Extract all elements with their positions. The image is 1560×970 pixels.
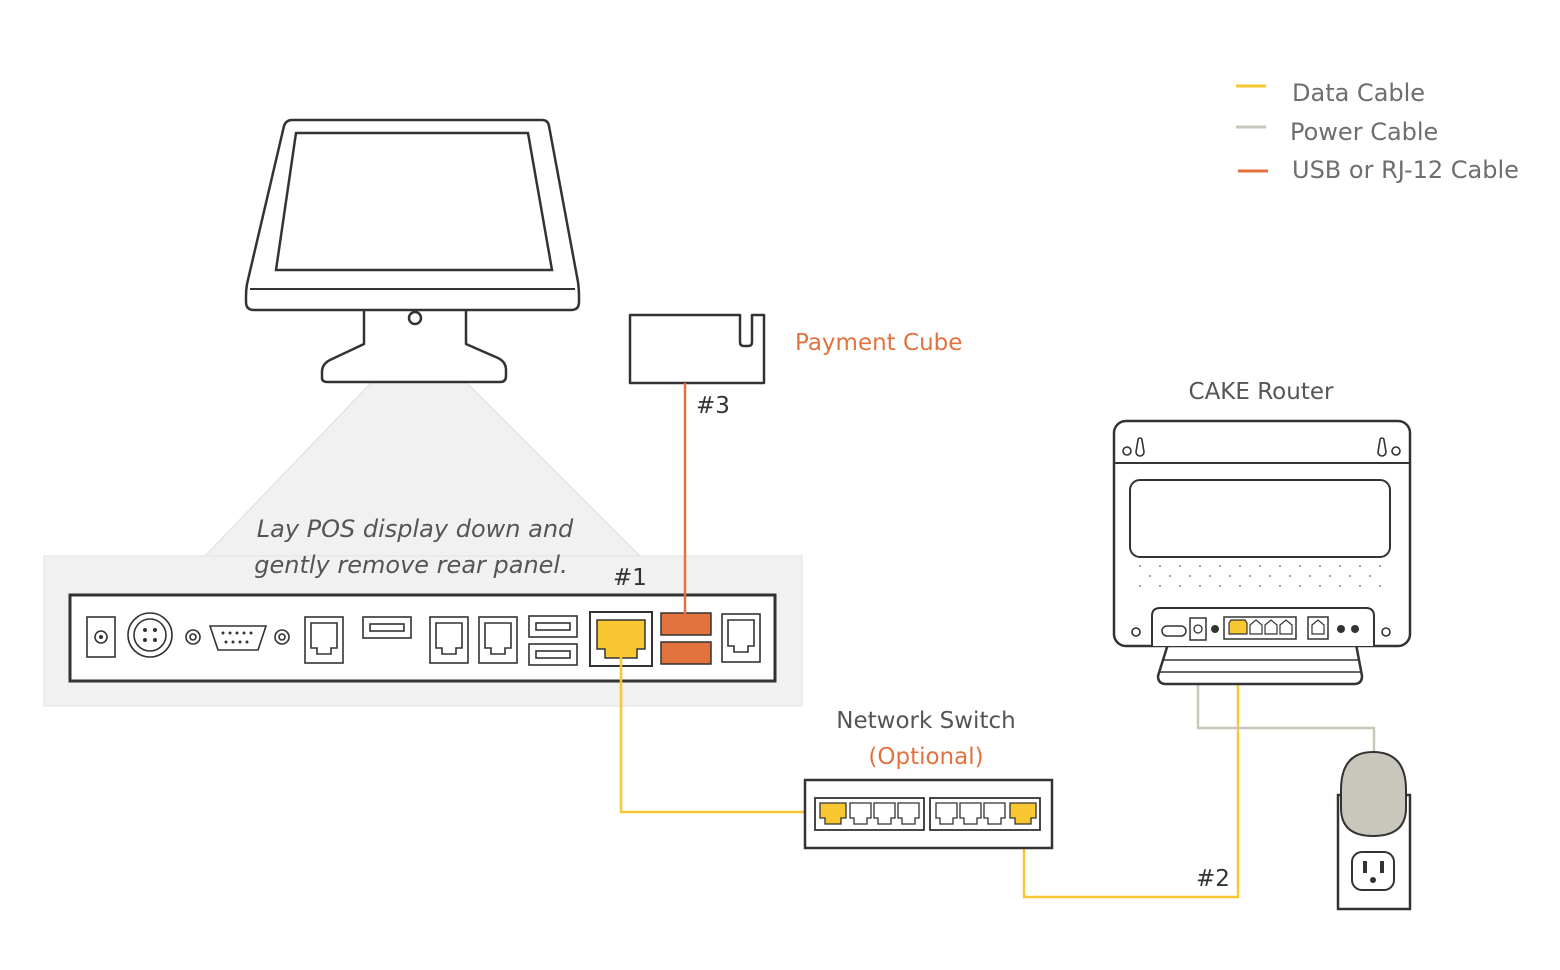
network-switch-optional-label: (Optional) (868, 744, 983, 770)
legend-label-usb: USB or RJ-12 Cable (1292, 156, 1519, 184)
data-cable-pos-to-switch (619, 655, 822, 814)
network-switch-icon (803, 778, 1054, 850)
router-stand (1156, 642, 1364, 686)
switch-port-highlighted (819, 802, 847, 825)
router-vents (1139, 565, 1381, 587)
outlet-socket (1351, 851, 1395, 891)
monitor-stand (320, 306, 508, 384)
ethernet-port-icon (721, 613, 761, 663)
instruction-line-1: Lay POS display down and (257, 515, 574, 543)
data-cable-switch-to-router (1022, 630, 1240, 899)
rear-panel-area: Lay POS display down and gently remove r… (43, 515, 803, 707)
usb-port-icon (362, 616, 412, 639)
cake-router-label: CAKE Router (1189, 379, 1334, 405)
serial-port (208, 625, 268, 651)
pos-monitor-icon (203, 118, 642, 557)
ethernet-port-icon (478, 616, 518, 664)
legend: Data Cable Power Cable USB or RJ-12 Cabl… (1236, 79, 1519, 184)
network-switch-label: Network Switch (836, 708, 1015, 734)
ethernet-port-icon (304, 616, 344, 664)
router-icon (1112, 419, 1412, 686)
payment-cube-icon (628, 313, 766, 385)
step-1-label: #1 (613, 565, 647, 591)
instruction-line-2: gently remove rear panel. (254, 551, 567, 579)
power-plug (1340, 750, 1407, 838)
step-3-label: #3 (696, 393, 730, 419)
router-window (1129, 479, 1391, 558)
wall-outlet-icon (1336, 750, 1412, 911)
rear-io-panel (68, 593, 777, 683)
step-2-label: #2 (1196, 866, 1230, 892)
legend-label-data: Data Cable (1292, 79, 1425, 107)
payment-cube-label: Payment Cube (795, 330, 962, 356)
switch-port-highlighted (1009, 802, 1037, 825)
router-port-highlighted (1228, 619, 1248, 635)
monitor-button-icon (407, 310, 423, 326)
monitor-screen (274, 131, 554, 272)
ethernet-port-icon (429, 616, 469, 664)
usb-port-icon (528, 615, 578, 666)
legend-label-power: Power Cable (1290, 118, 1438, 146)
